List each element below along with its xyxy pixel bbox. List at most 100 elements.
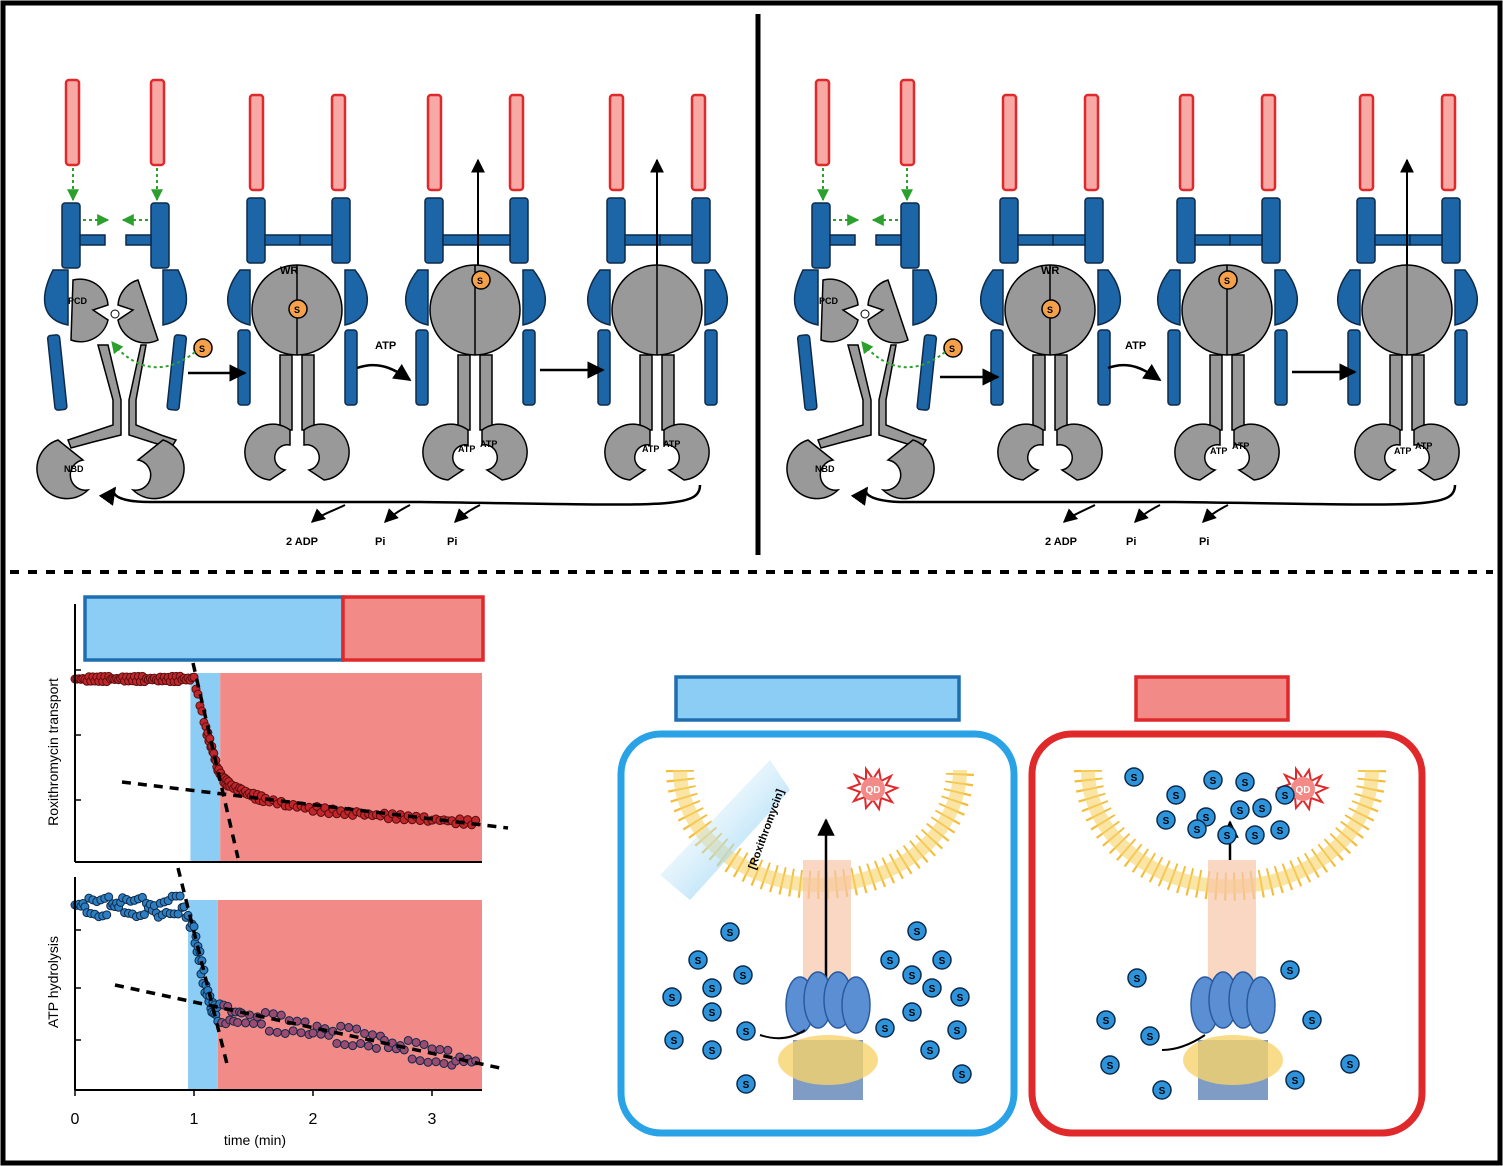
substrate-icon: S	[920, 1040, 940, 1060]
label-atp-arrow: ATP	[1125, 340, 1146, 352]
label-atp-site: ATP	[663, 439, 680, 449]
data-point	[368, 1030, 377, 1040]
substrate-icon: S	[702, 978, 722, 998]
phase2-band	[220, 673, 482, 862]
substrate-uptake-line	[759, 1029, 806, 1040]
svg-text:S: S	[909, 971, 916, 982]
cycle-left: PCD NBD WR S S S ATP ATP ATP ATP ATP 2 A…	[37, 80, 729, 548]
svg-text:S: S	[927, 1046, 934, 1057]
svg-text:S: S	[1242, 778, 1249, 789]
label-pi: Pi	[375, 536, 385, 548]
fit-line-dashed	[176, 867, 230, 1069]
substrate-icon: S	[1127, 968, 1147, 988]
svg-text:S: S	[743, 1080, 750, 1091]
data-point	[256, 1019, 266, 1029]
svg-text:S: S	[1224, 831, 1231, 842]
release-arrow	[1062, 504, 1096, 523]
data-point	[241, 1018, 251, 1028]
svg-text:S: S	[957, 993, 964, 1004]
data-point	[288, 1026, 298, 1036]
data-point	[139, 909, 149, 919]
substrate-icon: S	[1100, 1055, 1120, 1075]
svg-text:S: S	[1237, 806, 1244, 817]
substrate-icon: S	[1280, 960, 1300, 980]
substrate-icon: S	[688, 950, 708, 970]
data-point	[233, 1017, 243, 1027]
substrate-entry-arrow	[111, 341, 196, 369]
svg-text:S: S	[909, 1008, 916, 1019]
svg-text:S: S	[1309, 1016, 1316, 1027]
substrate-icon: S	[1340, 1054, 1360, 1074]
svg-text:S: S	[949, 344, 955, 354]
svg-text:S: S	[695, 956, 702, 967]
data-point	[280, 1028, 290, 1038]
label-atp-site: ATP	[1210, 446, 1227, 456]
substrate-icon: S	[1218, 270, 1238, 290]
x-tick-label: 2	[309, 1111, 318, 1128]
release-arrow	[1202, 504, 1229, 523]
return-arrow	[850, 484, 1457, 506]
svg-text:S: S	[959, 1070, 966, 1081]
label-adp: 2 ADP	[286, 536, 318, 548]
svg-text:S: S	[1347, 1060, 1354, 1071]
phase2-header-bar	[341, 595, 485, 662]
label-nbd: NBD	[815, 464, 835, 474]
label-atp-arrow: ATP	[375, 340, 396, 352]
fit-line-dashed	[121, 780, 509, 830]
svg-text:S: S	[939, 956, 946, 967]
data-point	[268, 1009, 278, 1019]
data-point	[415, 1056, 425, 1066]
substrate-icon: S	[1041, 299, 1061, 319]
label-pi: Pi	[1199, 536, 1209, 548]
data-point	[443, 1045, 453, 1055]
substrate-icon: S	[1140, 1026, 1160, 1046]
svg-text:S: S	[709, 1008, 716, 1019]
data-point	[272, 1027, 282, 1037]
svg-text:S: S	[1163, 816, 1170, 827]
svg-text:S: S	[887, 956, 894, 967]
svg-text:S: S	[1224, 276, 1230, 286]
data-point	[336, 1021, 346, 1031]
substrate-icon: S	[471, 270, 491, 290]
svg-text:S: S	[1282, 791, 1289, 802]
cycle-right: PCD NBD WR S S S ATP ATP ATP ATP ATP 2 A…	[787, 80, 1479, 548]
label-atp-site: ATP	[642, 444, 659, 454]
data-point	[356, 1039, 366, 1049]
data-point	[371, 1043, 381, 1053]
transporter-complex	[778, 971, 878, 1100]
data-point	[403, 1035, 413, 1045]
atp-points	[70, 891, 481, 1070]
svg-text:S: S	[1287, 966, 1294, 977]
substrate-icon: S	[902, 1002, 922, 1022]
label-adp: 2 ADP	[1045, 536, 1077, 548]
substrate-icon: S	[1124, 767, 1144, 787]
substrate-icon: S	[952, 1064, 972, 1084]
label-wr: WR	[280, 265, 298, 277]
svg-text:S: S	[294, 305, 300, 315]
y-axis-label: ATP hydrolysis	[45, 936, 61, 1028]
quantum-dot-icon: QD	[1276, 765, 1330, 812]
substrate-uptake-line	[1161, 1034, 1206, 1051]
substrate-icon: S	[1217, 825, 1237, 845]
channel-beam	[1208, 860, 1256, 990]
atp-plot: ATP hydrolysis	[45, 867, 501, 1091]
substrate-icon: S	[932, 950, 952, 970]
data-point	[407, 1054, 417, 1064]
x-tick-label: 3	[428, 1111, 437, 1128]
quantum-dot-icon: QD	[846, 765, 900, 812]
substrate-icon: S	[875, 1018, 895, 1038]
label-pi: Pi	[447, 536, 457, 548]
svg-text:S: S	[1147, 1032, 1154, 1043]
substrate-icon: S	[1285, 1070, 1305, 1090]
data-point	[264, 1026, 274, 1036]
label-atp-site: ATP	[1232, 441, 1249, 451]
label-pi: Pi	[1126, 536, 1136, 548]
label-nbd: NBD	[64, 464, 84, 474]
substrate-icon: S	[736, 1074, 756, 1094]
return-arrow	[98, 484, 702, 506]
label-pcd: PCD	[819, 296, 839, 306]
substrate-icon: S	[950, 987, 970, 1007]
svg-text:S: S	[929, 984, 936, 995]
substrate-icon: S	[662, 987, 682, 1007]
